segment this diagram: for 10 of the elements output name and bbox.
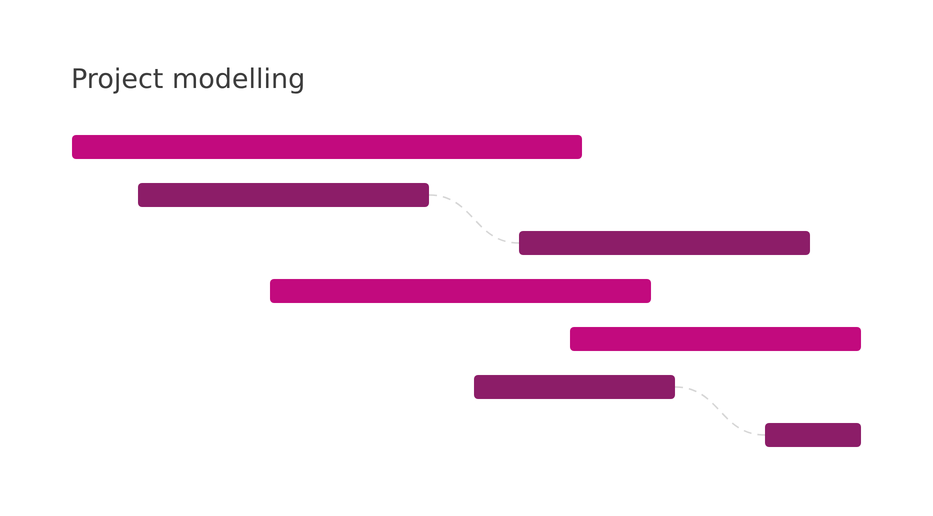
task-bar: [270, 279, 651, 303]
dependency-line: [428, 194, 520, 244]
dependency-line: [674, 386, 766, 436]
task-bar: [474, 375, 675, 399]
task-bar: [72, 135, 582, 159]
task-bar: [765, 423, 861, 447]
task-bar: [519, 231, 810, 255]
task-bar: [138, 183, 429, 207]
title: Project modelling: [71, 64, 306, 96]
task-bar: [570, 327, 861, 351]
